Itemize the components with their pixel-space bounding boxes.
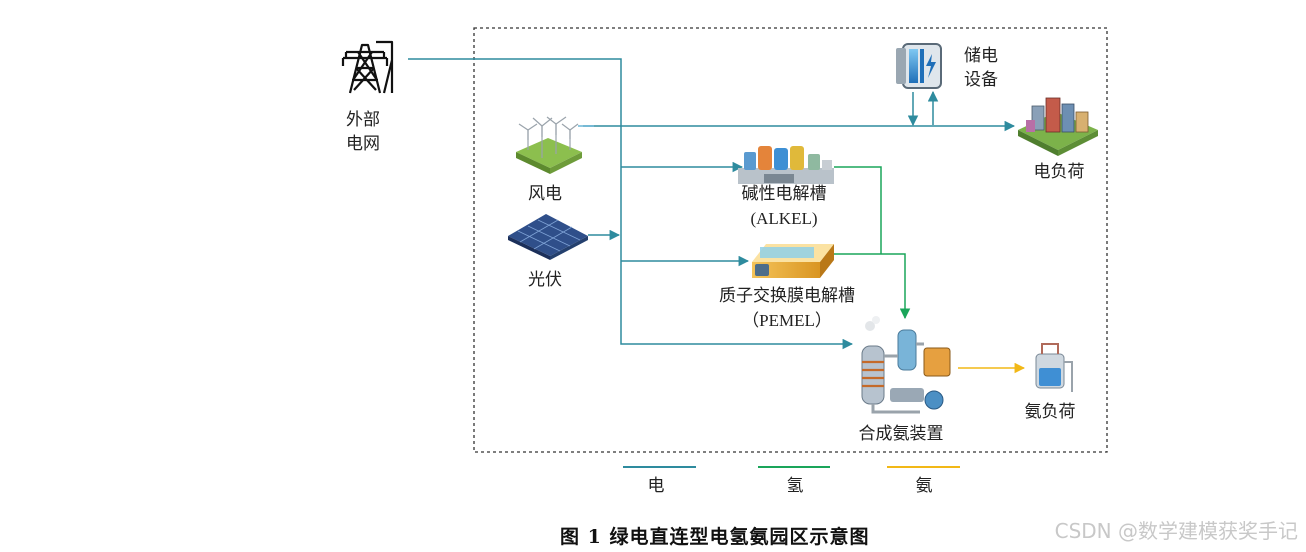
ammonia-load-label: 氨负荷 (1024, 402, 1076, 422)
legend-ammonia-label: 氨 (915, 476, 933, 496)
watermark: CSDN @数学建模获奖手记 (1054, 519, 1298, 543)
wind-farm-icon (516, 116, 582, 174)
alkel-electrolyzer-icon (738, 146, 834, 184)
grid-feed-line (408, 58, 854, 350)
legend-electricity-label: 电 (647, 476, 665, 496)
battery-storage-icon (896, 43, 942, 89)
pemel-abbr-label: （PEMEL） (742, 311, 832, 330)
ammonia-synthesis-plant-icon (861, 316, 951, 414)
park-boundary (473, 27, 1108, 453)
wind-label: 风电 (528, 184, 562, 204)
transmission-tower-icon (341, 40, 394, 94)
alkel-label: 碱性电解槽 (741, 184, 827, 204)
grid-label-line1: 外部电网 (346, 108, 380, 156)
legend-hydrogen-label: 氢 (786, 476, 804, 496)
load-label: 电负荷 (1033, 162, 1085, 182)
storage-label: 储电设备 (964, 46, 998, 90)
pemel-label: 质子交换膜电解槽 (719, 286, 855, 306)
electricity-lines (408, 58, 939, 350)
synthesis-label: 合成氨装置 (858, 424, 944, 444)
hydrogen-lines (830, 166, 911, 320)
pv-label: 光伏 (528, 270, 562, 290)
pemel-electrolyzer-icon (752, 244, 834, 278)
ammonia-tank-icon (1035, 343, 1073, 392)
alkel-h2-line (834, 166, 882, 254)
grid-label: 外部电网 (346, 110, 380, 154)
figure-caption: 图 1 绿电直连型电氢氨园区示意图 (560, 526, 870, 548)
pemel-h2-line (830, 253, 911, 320)
city-load-icon (1018, 97, 1098, 156)
alkel-abbr-label: (ALKEL) (750, 209, 818, 228)
solar-panels-icon (508, 214, 588, 260)
